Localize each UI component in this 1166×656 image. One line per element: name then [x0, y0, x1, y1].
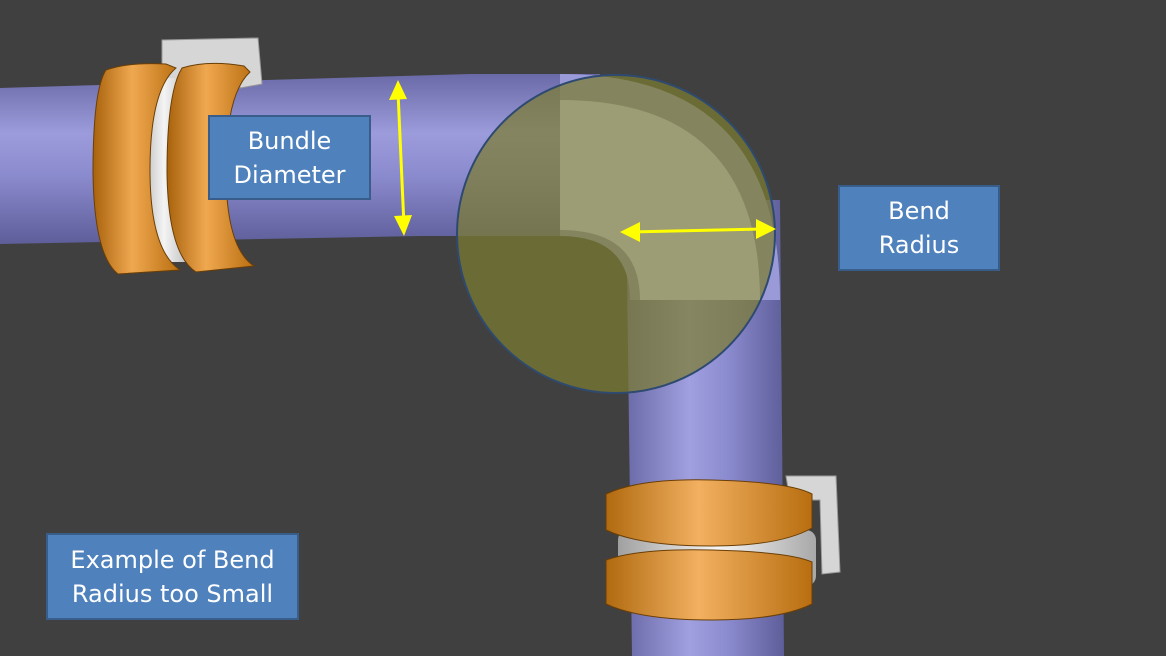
example-caption-line-1: Example of Bend [70, 545, 275, 574]
bundle-diameter-label: Bundle Diameter [208, 115, 371, 200]
bundle-diameter-label-line-1: Bundle [247, 126, 332, 155]
bend-radius-label: Bend Radius [838, 185, 1000, 271]
bend-inner-highlight [560, 100, 760, 300]
example-caption-line-2: Radius too Small [71, 579, 274, 608]
bend-highlight-circle [456, 74, 776, 394]
clamp-ring-lower-1 [605, 479, 813, 547]
bend-radius-arrow [620, 219, 776, 242]
bundle-diameter-label-line-2: Diameter [233, 160, 346, 189]
clamp-ring-left-1 [92, 63, 182, 275]
bend-radius-label-line-2: Radius [878, 231, 960, 259]
clamp-ring-lower-2 [605, 549, 813, 621]
bundle-diameter-arrow [389, 80, 412, 236]
bend-radius-label-line-1: Bend [888, 197, 950, 225]
example-caption: Example of Bend Radius too Small [46, 533, 299, 620]
